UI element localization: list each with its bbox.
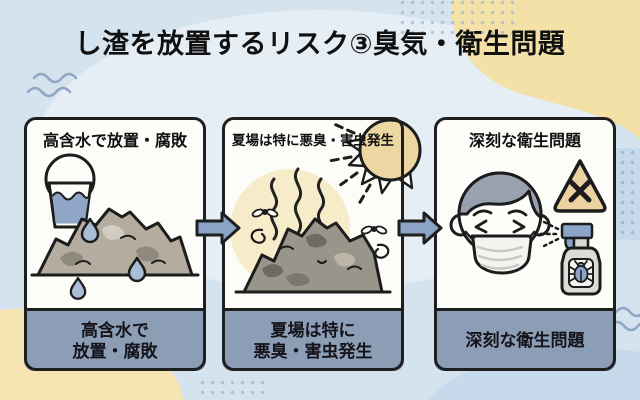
sun-icon xyxy=(327,118,422,206)
caption-line: 夏場は特に xyxy=(270,320,356,340)
panel-caption: 深刻な衛生問題 xyxy=(434,308,616,371)
insecticide-spray-icon xyxy=(536,219,602,296)
bug-icon xyxy=(569,260,593,283)
dot-grid xyxy=(196,0,640,400)
fly-icon xyxy=(250,208,390,259)
water-drop-icon xyxy=(69,217,147,300)
page-title: し渣を放置するリスク③臭気・衛生問題 xyxy=(74,29,566,59)
caption-line: 悪臭・害虫発生 xyxy=(253,342,373,361)
masked-person-icon xyxy=(449,171,551,275)
caption-line: 深刻な衛生問題 xyxy=(465,331,585,351)
step-panel-3: 深刻な衛生問題 深刻な衛生問題 xyxy=(434,117,616,371)
sludge-pile-icon xyxy=(30,207,200,277)
sludge-pile-icon xyxy=(234,217,392,294)
warning-triangle-icon xyxy=(553,159,607,213)
panel-caption: 夏場は特に 悪臭・害虫発生 xyxy=(222,308,404,371)
panel-3-illustration xyxy=(449,159,607,296)
panel-1-illustration xyxy=(30,153,200,300)
panel-heading: 高含水で放置・腐敗 xyxy=(42,133,187,150)
panel-caption: 高含水で 放置・腐敗 xyxy=(24,308,206,371)
yellow-blob-top-right xyxy=(451,0,640,140)
step-panel-1: 高含水で放置・腐敗 高含水で 放置・腐敗 xyxy=(24,117,206,371)
step-panel-2: 夏場は特に悪臭・害虫発生 夏場は特に 悪臭・害虫発生 xyxy=(222,117,422,371)
caption-line: 高含水で xyxy=(81,320,149,340)
panel-heading: 深刻な衛生問題 xyxy=(468,133,581,150)
panel-2-illustration xyxy=(230,118,422,294)
caption-line: 放置・腐敗 xyxy=(72,342,158,361)
bucket-icon xyxy=(44,153,96,229)
panel-heading: 夏場は特に悪臭・害虫発生 xyxy=(232,133,394,148)
right-arrow-icon xyxy=(397,211,443,245)
right-arrow-icon xyxy=(195,211,241,245)
